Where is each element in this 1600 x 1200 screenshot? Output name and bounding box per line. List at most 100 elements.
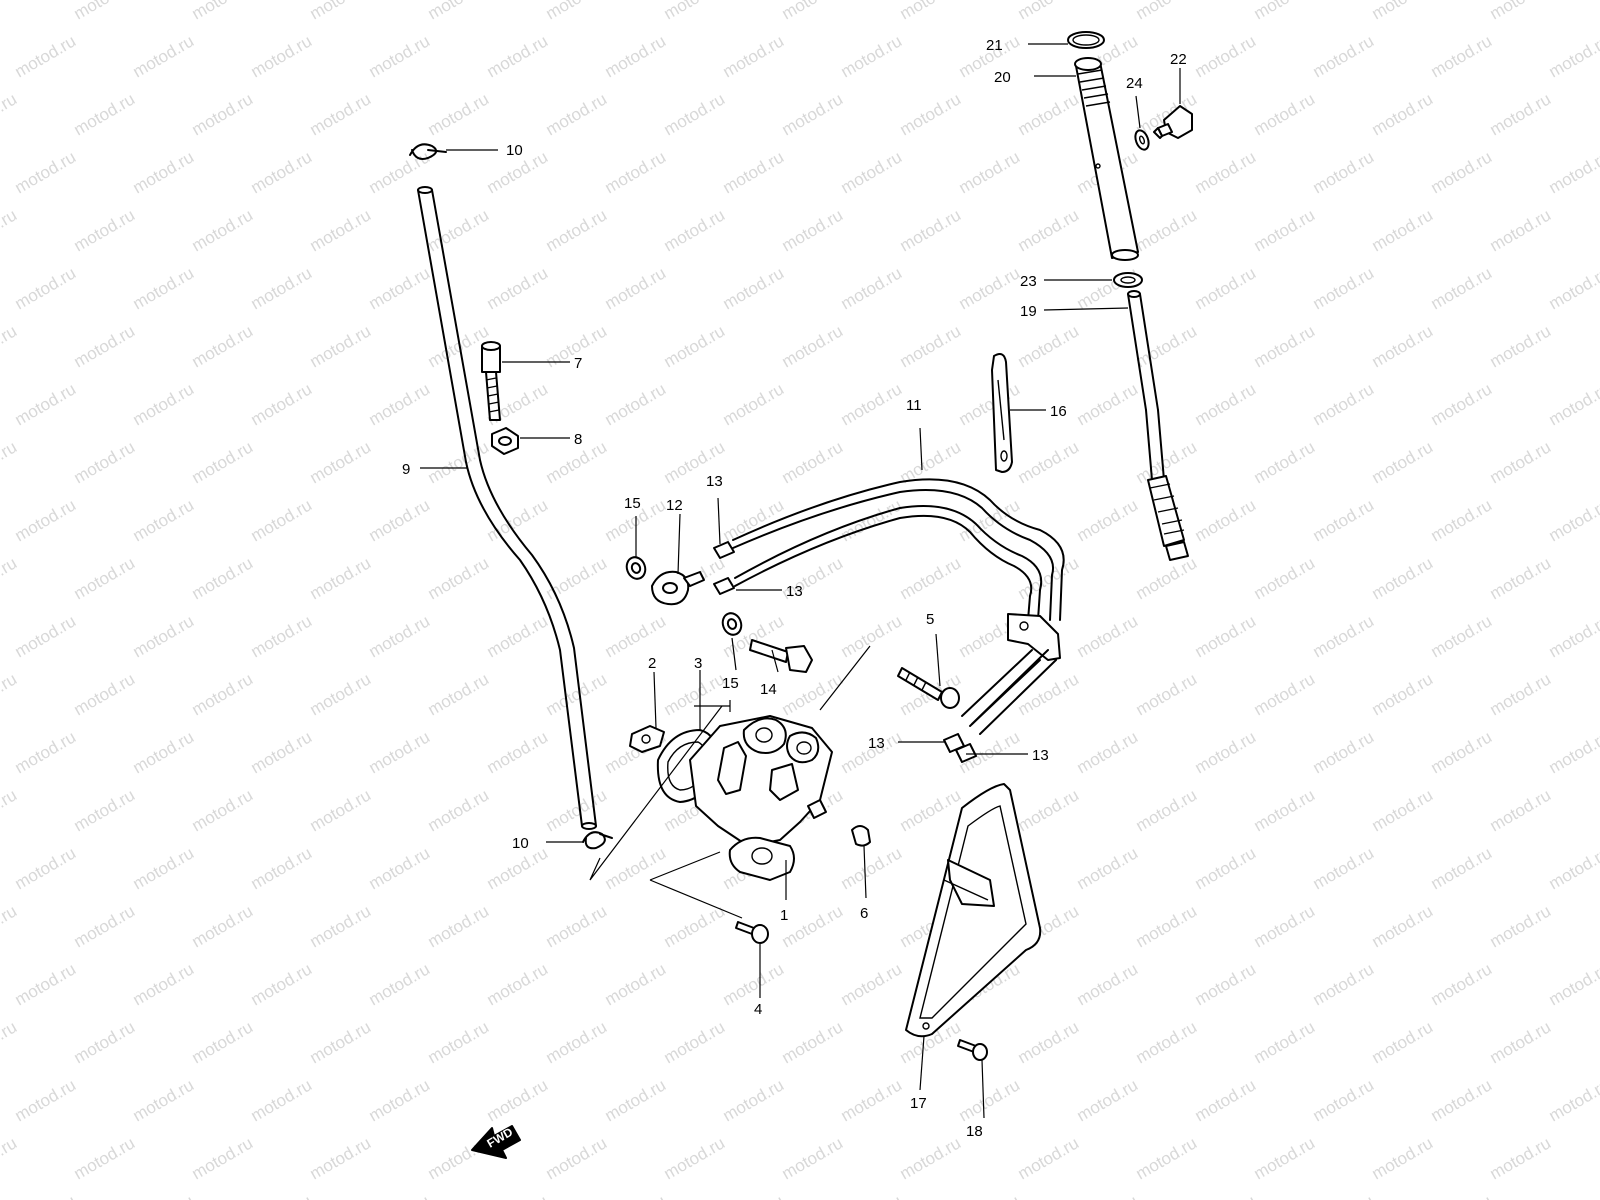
watermark-text: motod.ru <box>1251 89 1319 139</box>
label-part-5: 5 <box>926 611 934 628</box>
watermark-text: motod.ru <box>897 553 965 603</box>
watermark-text: motod.ru <box>12 147 80 197</box>
nut-part-8 <box>491 427 519 455</box>
watermark-text: motod.ru <box>366 611 434 661</box>
label-part-6: 6 <box>860 905 868 922</box>
watermark-text: motod.ru <box>366 495 434 545</box>
watermark-text: motod.ru <box>1015 553 1083 603</box>
watermark-text: motod.ru <box>1251 1133 1319 1183</box>
watermark-text: motod.ru <box>425 553 493 603</box>
watermark-text: motod.ru <box>248 727 316 777</box>
watermark-text: motod.ru <box>71 0 139 23</box>
watermark-text: motod.ru <box>0 1133 20 1183</box>
watermark-text: motod.ru <box>189 205 257 255</box>
watermark-text: motod.ru <box>661 89 729 139</box>
watermark-text: motod.ru <box>602 379 670 429</box>
watermark-text: motod.ru <box>366 727 434 777</box>
watermark-text: motod.ru <box>0 0 20 23</box>
oil-pump-part-1 <box>689 715 833 881</box>
watermark-text: motod.ru <box>484 611 552 661</box>
watermark-text: motod.ru <box>779 89 847 139</box>
watermark-text: motod.ru <box>838 1191 906 1200</box>
screw-part-4 <box>735 921 769 944</box>
watermark-text: motod.ru <box>1369 901 1437 951</box>
watermark-text: motod.ru <box>0 1017 20 1067</box>
watermark-text: motod.ru <box>1546 1191 1600 1200</box>
watermark-text: motod.ru <box>12 379 80 429</box>
watermark-text: motod.ru <box>897 0 965 23</box>
watermark-text: motod.ru <box>248 495 316 545</box>
watermark-text: motod.ru <box>0 89 20 139</box>
watermark-text: motod.ru <box>1074 611 1142 661</box>
watermark-text: motod.ru <box>1192 495 1260 545</box>
label-part-12: 12 <box>666 497 683 514</box>
watermark-text: motod.ru <box>484 727 552 777</box>
watermark-text: motod.ru <box>897 321 965 371</box>
label-part-11: 11 <box>906 397 922 414</box>
watermark-text: motod.ru <box>1192 727 1260 777</box>
watermark-text: motod.ru <box>720 263 788 313</box>
watermark-text: motod.ru <box>366 263 434 313</box>
watermark-text: motod.ru <box>1369 1017 1437 1067</box>
watermark-text: motod.ru <box>1074 1075 1142 1125</box>
label-part-13-b: 13 <box>786 583 803 600</box>
label-part-22: 22 <box>1170 51 1187 68</box>
watermark-text: motod.ru <box>1251 553 1319 603</box>
watermark-text: motod.ru <box>661 0 729 23</box>
watermark-text: motod.ru <box>779 901 847 951</box>
watermark-text: motod.ru <box>12 611 80 661</box>
watermark-text: motod.ru <box>779 321 847 371</box>
watermark-text: motod.ru <box>661 205 729 255</box>
label-part-4: 4 <box>754 1001 762 1018</box>
watermark-text: motod.ru <box>1310 495 1378 545</box>
watermark-text: motod.ru <box>366 379 434 429</box>
watermark-text: motod.ru <box>1310 147 1378 197</box>
watermark-text: motod.ru <box>1133 321 1201 371</box>
watermark-text: motod.ru <box>307 321 375 371</box>
watermark-text: motod.ru <box>1310 727 1378 777</box>
watermark-text: motod.ru <box>602 263 670 313</box>
watermark-text: motod.ru <box>307 901 375 951</box>
label-part-16: 16 <box>1050 403 1067 420</box>
watermark-text: motod.ru <box>1310 959 1378 1009</box>
watermark-text: motod.ru <box>1310 843 1378 893</box>
watermark-text: motod.ru <box>1487 321 1555 371</box>
watermark-text: motod.ru <box>661 321 729 371</box>
watermark-text: motod.ru <box>71 1133 139 1183</box>
watermark-text: motod.ru <box>307 0 375 23</box>
watermark-text: motod.ru <box>248 1191 316 1200</box>
watermark-text: motod.ru <box>130 495 198 545</box>
bolt-part-22 <box>1153 105 1193 139</box>
watermark-text: motod.ru <box>12 1075 80 1125</box>
watermark-text: motod.ru <box>1133 669 1201 719</box>
watermark-text: motod.ru <box>838 611 906 661</box>
watermark-text: motod.ru <box>425 785 493 835</box>
watermark-text: motod.ru <box>1133 205 1201 255</box>
watermark-text: motod.ru <box>1074 843 1142 893</box>
watermark-text: motod.ru <box>956 263 1024 313</box>
watermark-text: motod.ru <box>12 727 80 777</box>
watermark-text: motod.ru <box>248 843 316 893</box>
watermark-text: motod.ru <box>71 553 139 603</box>
watermark-text: motod.ru <box>425 669 493 719</box>
watermark-text: motod.ru <box>71 321 139 371</box>
watermark-text: motod.ru <box>1192 263 1260 313</box>
bracket-part-16 <box>991 353 1013 473</box>
watermark-text: motod.ru <box>956 147 1024 197</box>
watermark-text: motod.ru <box>1546 379 1600 429</box>
watermark-text: motod.ru <box>661 901 729 951</box>
watermark-text: motod.ru <box>248 379 316 429</box>
watermark-text: motod.ru <box>1133 901 1201 951</box>
watermark-text: motod.ru <box>71 89 139 139</box>
drive-shaft-part-19 <box>1127 290 1189 561</box>
watermark-text: motod.ru <box>1015 205 1083 255</box>
watermark-text: motod.ru <box>1428 379 1496 429</box>
watermark-text: motod.ru <box>1015 669 1083 719</box>
watermark-text: motod.ru <box>189 901 257 951</box>
watermark-text: motod.ru <box>1369 437 1437 487</box>
banjo-bolt-part-14 <box>749 639 813 673</box>
watermark-text: motod.ru <box>720 1191 788 1200</box>
watermark-text: motod.ru <box>1428 147 1496 197</box>
watermark-text: motod.ru <box>1487 1133 1555 1183</box>
watermark-text: motod.ru <box>661 1133 729 1183</box>
